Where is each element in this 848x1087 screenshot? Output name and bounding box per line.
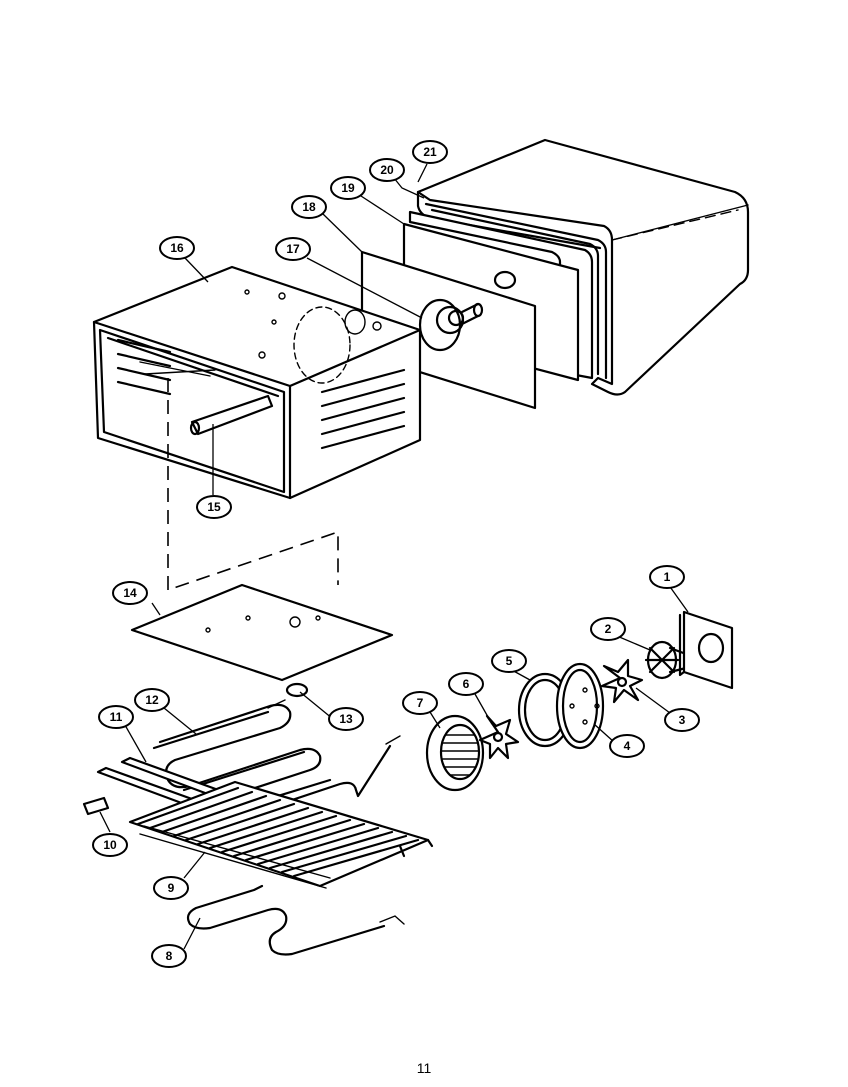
callout-16: 16	[159, 236, 195, 260]
svg-text:1: 1	[664, 570, 671, 584]
svg-text:4: 4	[624, 739, 631, 753]
callout-1: 1	[649, 565, 685, 589]
callout-18: 18	[291, 195, 327, 219]
page-number: 11	[416, 1060, 432, 1076]
callout-10: 10	[92, 833, 128, 857]
fan-bearing	[418, 298, 484, 352]
svg-text:3: 3	[679, 713, 686, 727]
fan-guard	[425, 714, 485, 792]
svg-text:21: 21	[423, 145, 437, 159]
callout-17: 17	[275, 237, 311, 261]
callout-15: 15	[196, 495, 232, 519]
svg-text:2: 2	[605, 622, 612, 636]
svg-text:5: 5	[506, 654, 513, 668]
callout-11: 11	[98, 705, 134, 729]
bottom-plate	[130, 583, 394, 682]
callout-13: 13	[328, 707, 364, 731]
fan-motor	[644, 640, 688, 680]
callout-5: 5	[491, 649, 527, 673]
mounting-bracket	[678, 610, 734, 690]
svg-text:14: 14	[123, 586, 137, 600]
clip-13	[285, 682, 309, 698]
callout-6-fan: 6	[448, 672, 484, 696]
svg-text:17: 17	[286, 242, 300, 256]
svg-text:19: 19	[341, 181, 355, 195]
svg-text:9: 9	[168, 881, 175, 895]
svg-text:16: 16	[170, 241, 184, 255]
heating-element-lower	[186, 884, 405, 956]
svg-text:13: 13	[339, 712, 353, 726]
fan-cover	[555, 662, 605, 750]
callout-12: 12	[134, 688, 170, 712]
callout-2: 2	[590, 617, 626, 641]
svg-text:8: 8	[166, 949, 173, 963]
callout-7: 7	[402, 691, 438, 715]
callout-4: 4	[609, 734, 645, 758]
callout-3: 3	[664, 708, 700, 732]
callout-21: 21	[412, 140, 448, 164]
svg-text:7: 7	[417, 696, 424, 710]
svg-text:10: 10	[103, 838, 117, 852]
svg-text:11: 11	[110, 710, 123, 724]
impeller	[600, 658, 644, 704]
svg-text:15: 15	[207, 500, 221, 514]
svg-text:20: 20	[380, 163, 394, 177]
fan-blade	[478, 714, 520, 760]
svg-text:18: 18	[302, 200, 316, 214]
rack-clip	[82, 796, 110, 816]
callout-8: 8	[151, 944, 187, 968]
oven-rack	[128, 780, 434, 889]
assembly-guide	[167, 378, 339, 592]
svg-text:6: 6	[463, 677, 470, 691]
cavity-rod	[189, 394, 274, 436]
callout-9: 9	[153, 876, 189, 900]
callout-19: 19	[330, 176, 366, 200]
oven-cavity	[92, 265, 422, 500]
svg-text:12: 12	[145, 693, 159, 707]
callout-14: 14	[112, 581, 148, 605]
callout-20: 20	[369, 158, 405, 182]
